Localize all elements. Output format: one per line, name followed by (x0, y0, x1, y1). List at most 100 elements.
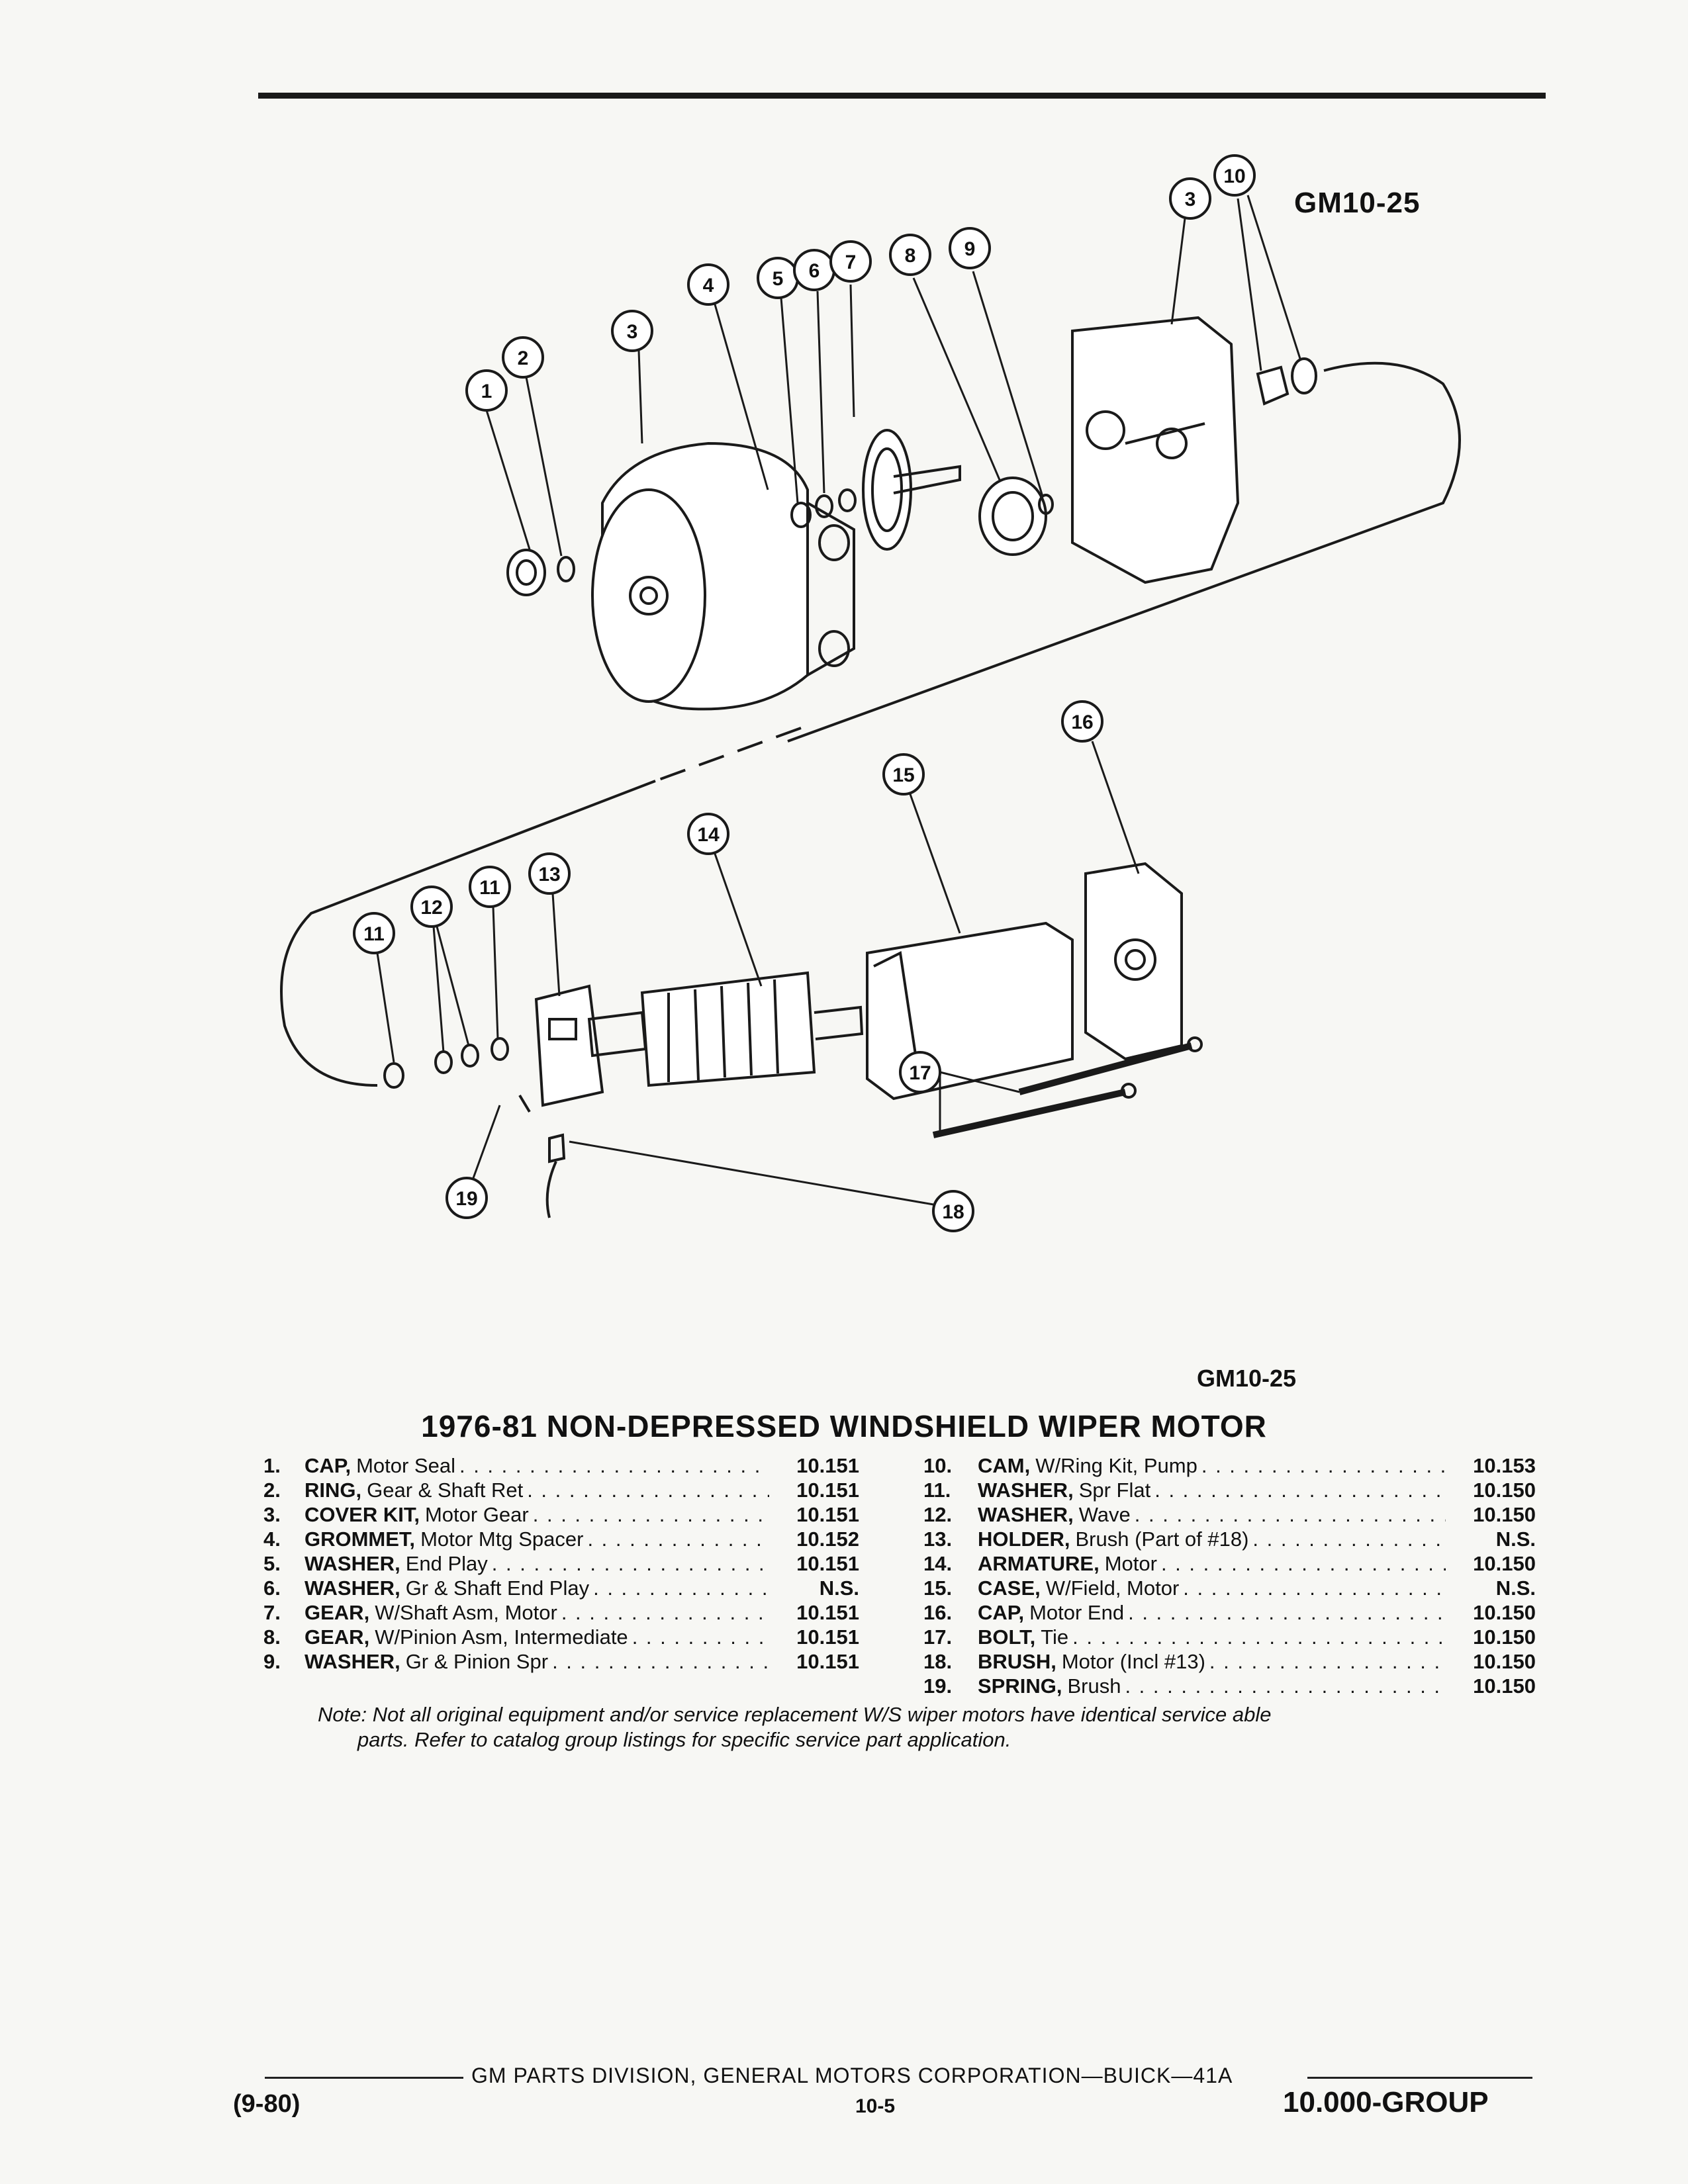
part-desc: Motor End (1029, 1601, 1125, 1624)
part-number: 11. (923, 1479, 951, 1502)
part-number: 19. (923, 1674, 953, 1698)
svg-text:11: 11 (479, 877, 500, 899)
leader-dots (1125, 1674, 1446, 1698)
part-name: COVER KIT, (305, 1503, 420, 1526)
part-number: 16. (923, 1601, 953, 1624)
part-desc: Gr & Shaft End Play (405, 1576, 590, 1600)
part-row: 9.WASHER,Gr & Pinion Spr10.151 (263, 1649, 859, 1674)
armature-drawing (587, 971, 864, 1087)
footer-organization: GM PARTS DIVISION, GENERAL MOTORS CORPOR… (471, 2064, 1233, 2087)
part-desc: Gr & Pinion Spr (405, 1650, 549, 1673)
upper-envelope-line (787, 361, 1461, 743)
end-cap-drawing (1084, 862, 1183, 1061)
svg-text:12: 12 (420, 897, 442, 919)
part-group: 10.151 (796, 1503, 859, 1526)
callout-15: 15 (882, 753, 925, 796)
part-group: 10.151 (796, 1479, 859, 1502)
callout-11a: 11 (353, 912, 395, 954)
svg-text:19: 19 (455, 1188, 477, 1210)
part-row: 15.CASE,W/Field, MotorN.S. (923, 1576, 1536, 1600)
part-name: CAP, (305, 1454, 352, 1477)
header-rule (258, 93, 1546, 99)
leader-dots (632, 1625, 769, 1649)
part-number: 13. (923, 1527, 953, 1551)
leader-dots (1252, 1527, 1446, 1551)
part-group: 10.151 (796, 1650, 859, 1673)
callout-11b: 11 (469, 866, 511, 908)
leader-dots (459, 1453, 769, 1478)
leader-dots (1154, 1478, 1446, 1502)
parts-list-left: 1.CAP,Motor Seal10.151 2.RING,Gear & Sha… (263, 1453, 859, 1674)
leader-dots (587, 1527, 769, 1551)
part-number: 2. (263, 1479, 281, 1502)
tie-bolts-drawing (932, 1036, 1203, 1138)
part-group: 10.150 (1473, 1601, 1536, 1624)
part-name: CAM, (978, 1454, 1031, 1477)
svg-text:7: 7 (845, 251, 857, 273)
part-name: GEAR, (305, 1601, 370, 1624)
leader-dots (1072, 1625, 1446, 1649)
part-desc: Tie (1041, 1625, 1069, 1649)
leader-dots (1135, 1502, 1446, 1527)
callout-6: 6 (793, 249, 835, 291)
note-line-1: Note: Not all original equipment and/or … (318, 1703, 1272, 1726)
leader-dots (552, 1649, 769, 1674)
pump-cam-drawing (1256, 357, 1317, 406)
part-desc: W/Pinion Asm, Intermediate (375, 1625, 628, 1649)
part-row: 17.BOLT,Tie10.150 (923, 1625, 1536, 1649)
footer-date: (9-80) (233, 2090, 301, 2118)
note: Note: Not all original equipment and/or … (318, 1702, 1496, 1752)
svg-text:8: 8 (905, 245, 916, 267)
callout-1: 1 (465, 369, 508, 412)
part-name: CAP, (978, 1601, 1025, 1624)
part-group: 10.151 (796, 1601, 859, 1624)
leader-dots (1128, 1600, 1446, 1625)
part-name: CASE, (978, 1576, 1041, 1600)
part-name: BRUSH, (978, 1650, 1056, 1673)
part-name: WASHER, (305, 1650, 400, 1673)
part-name: RING, (305, 1479, 362, 1502)
part-group: 10.151 (796, 1552, 859, 1575)
exploded-view-diagram: 1 2 3 3 4 5 6 7 8 9 10 11 11 12 13 14 15… (280, 154, 1461, 1232)
part-number: 15. (923, 1576, 953, 1600)
footer-rule-right (1307, 2077, 1532, 2079)
callout-8: 8 (889, 234, 931, 276)
part-group: 10.150 (1473, 1625, 1536, 1649)
part-number: 3. (263, 1503, 281, 1526)
svg-text:5: 5 (773, 268, 784, 290)
part-desc: W/Field, Motor (1045, 1576, 1180, 1600)
part-name: WASHER, (305, 1576, 400, 1600)
leader-dots (1161, 1551, 1446, 1576)
part-group: 10.153 (1473, 1454, 1536, 1477)
part-desc: Brush (Part of #18) (1075, 1527, 1249, 1551)
gear-housing-drawing (591, 441, 855, 711)
callout-13: 13 (528, 852, 571, 895)
part-number: 8. (263, 1625, 281, 1649)
part-row: 13.HOLDER,Brush (Part of #18)N.S. (923, 1527, 1536, 1551)
part-group: 10.151 (796, 1454, 859, 1477)
callout-3b: 3 (1169, 177, 1211, 220)
leader-dots (593, 1576, 769, 1600)
figure-code-top: GM10-25 (1294, 187, 1421, 219)
part-row: 11.WASHER,Spr Flat10.150 (923, 1478, 1536, 1502)
part-desc: Brush (1067, 1674, 1121, 1698)
part-row: 6.WASHER,Gr & Shaft End PlayN.S. (263, 1576, 859, 1600)
part-group: 10.150 (1473, 1552, 1536, 1575)
part-group: N.S. (819, 1576, 859, 1600)
callout-9: 9 (949, 227, 991, 269)
svg-text:4: 4 (703, 275, 714, 296)
part-number: 4. (263, 1527, 281, 1551)
part-row: 14.ARMATURE,Motor10.150 (923, 1551, 1536, 1576)
part-group: 10.150 (1473, 1503, 1536, 1526)
page-title: 1976-81 NON-DEPRESSED WINDSHIELD WIPER M… (421, 1409, 1267, 1443)
part-name: HOLDER, (978, 1527, 1070, 1551)
part-row: 8.GEAR,W/Pinion Asm, Intermediate10.151 (263, 1625, 859, 1649)
washers-gears-drawing (790, 429, 1054, 556)
part-group: 10.150 (1473, 1479, 1536, 1502)
callout-14: 14 (687, 813, 729, 855)
part-name: WASHER, (305, 1552, 400, 1575)
part-row: 10.CAM,W/Ring Kit, Pump10.153 (923, 1453, 1536, 1478)
svg-text:17: 17 (909, 1062, 931, 1084)
split-dash-line (655, 727, 802, 782)
part-number: 17. (923, 1625, 953, 1649)
